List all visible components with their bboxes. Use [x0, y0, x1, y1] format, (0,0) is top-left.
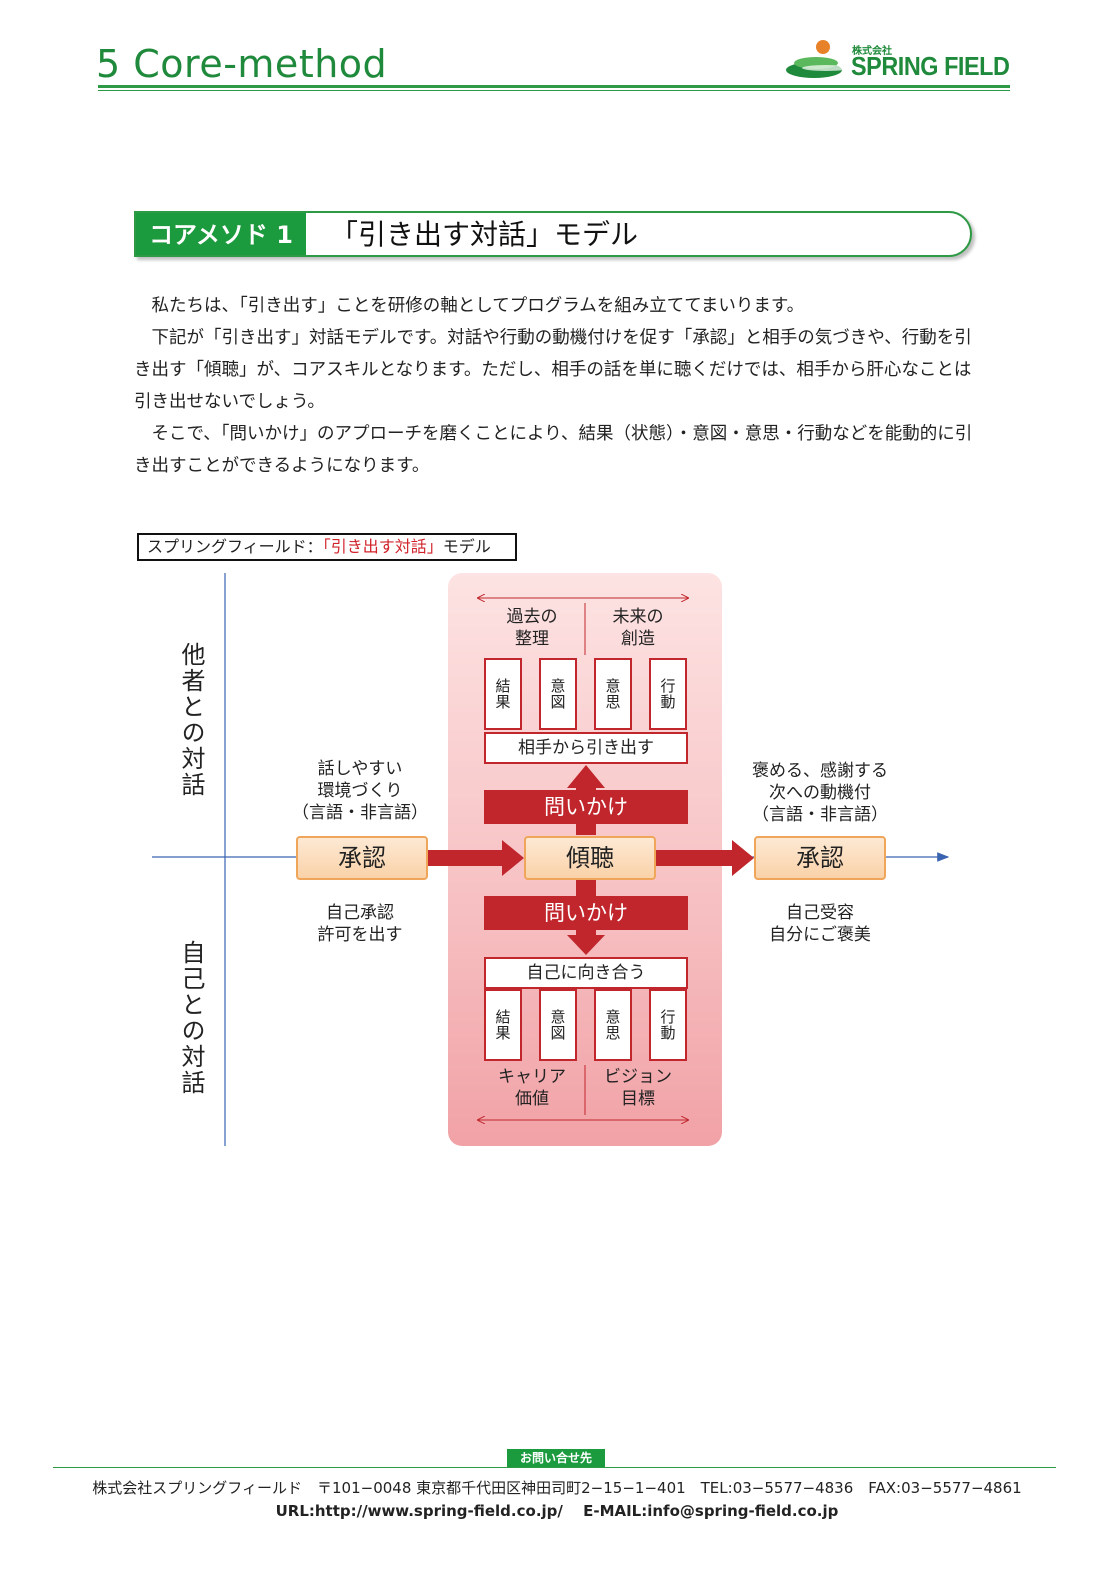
- left-below-text: 自己承認 許可を出す: [317, 903, 403, 945]
- left-above-text: 話しやすい 環境づくり （言語・非言語）: [292, 759, 428, 823]
- acknowledge-box-left: 承認: [296, 836, 428, 880]
- listening-box: 傾聴: [524, 836, 656, 880]
- right-arrow-icon: [656, 840, 754, 876]
- question-band-bottom: 問いかけ: [484, 896, 688, 930]
- spring-field-logo: [786, 40, 850, 78]
- acknowledge-box-right: 承認: [754, 836, 886, 880]
- bottom-box: 自己に向き合う: [484, 957, 688, 989]
- top-cell: 結果: [484, 658, 522, 730]
- axis-label-top: 他者との対話: [177, 642, 205, 798]
- top-box: 相手から引き出す: [484, 732, 688, 764]
- bottom-cell: 行動: [649, 989, 687, 1061]
- bottom-cell: 結果: [484, 989, 522, 1061]
- logo-sun-icon: [816, 40, 830, 54]
- footer-contact[interactable]: URL:http://www.spring-field.co.jp/ E-MAI…: [275, 1502, 839, 1520]
- model-label: スプリングフィールド：「引き出す対話」モデル: [137, 533, 517, 561]
- paragraph: そこで、「問いかけ」のアプローチを磨くことにより、結果（状態）・意図・意思・行動…: [134, 424, 973, 476]
- contact-tag: お問い合せ先: [507, 1449, 605, 1467]
- label-vision: ビジョン 目標: [604, 1067, 672, 1109]
- label-future: 未来の 創造: [612, 607, 664, 649]
- label-career: キャリア 価値: [498, 1067, 566, 1109]
- question-band-top: 問いかけ: [484, 790, 688, 824]
- bottom-cell: 意図: [539, 989, 577, 1061]
- section-tag: コアメソド 1: [136, 213, 306, 255]
- top-cell: 意思: [594, 658, 632, 730]
- right-below-text: 自己受容 自分にご褒美: [769, 903, 871, 945]
- right-above-text: 褒める、感謝する 次への動機付 （言語・非言語）: [752, 761, 888, 825]
- label-past: 過去の 整理: [506, 607, 558, 649]
- right-arrow-icon: [428, 840, 524, 876]
- header-rule-thin: [98, 90, 1010, 91]
- body-text: 私たちは、「引き出す」ことを研修の軸としてプログラムを組み立ててまいります。 下…: [134, 290, 976, 482]
- footer-address: 株式会社スプリングフィールド 〒101−0048 東京都千代田区神田司町2−15…: [92, 1479, 1022, 1497]
- section-title-bar: コアメソド 1 「引き出す対話」モデル: [134, 211, 972, 257]
- header-rule: [98, 85, 1010, 88]
- paragraph: 私たちは、「引き出す」ことを研修の軸としてプログラムを組み立ててまいります。: [151, 296, 805, 316]
- logo-company-name: SPRING FIELD: [851, 51, 1010, 81]
- section-title: 「引き出す対話」モデル: [330, 218, 639, 251]
- axis-label-bottom: 自己との対話: [177, 940, 205, 1096]
- bottom-cell: 意思: [594, 989, 632, 1061]
- logo-company-type: 株式会社: [852, 46, 892, 57]
- footer-rule: [53, 1467, 1056, 1468]
- top-cell: 意図: [539, 658, 577, 730]
- paragraph: 下記が「引き出す」対話モデルです。対話や行動の動機付けを促す「承認」と相手の気づ…: [134, 328, 972, 412]
- page-title: 5 Core-method: [96, 42, 388, 86]
- top-cell: 行動: [649, 658, 687, 730]
